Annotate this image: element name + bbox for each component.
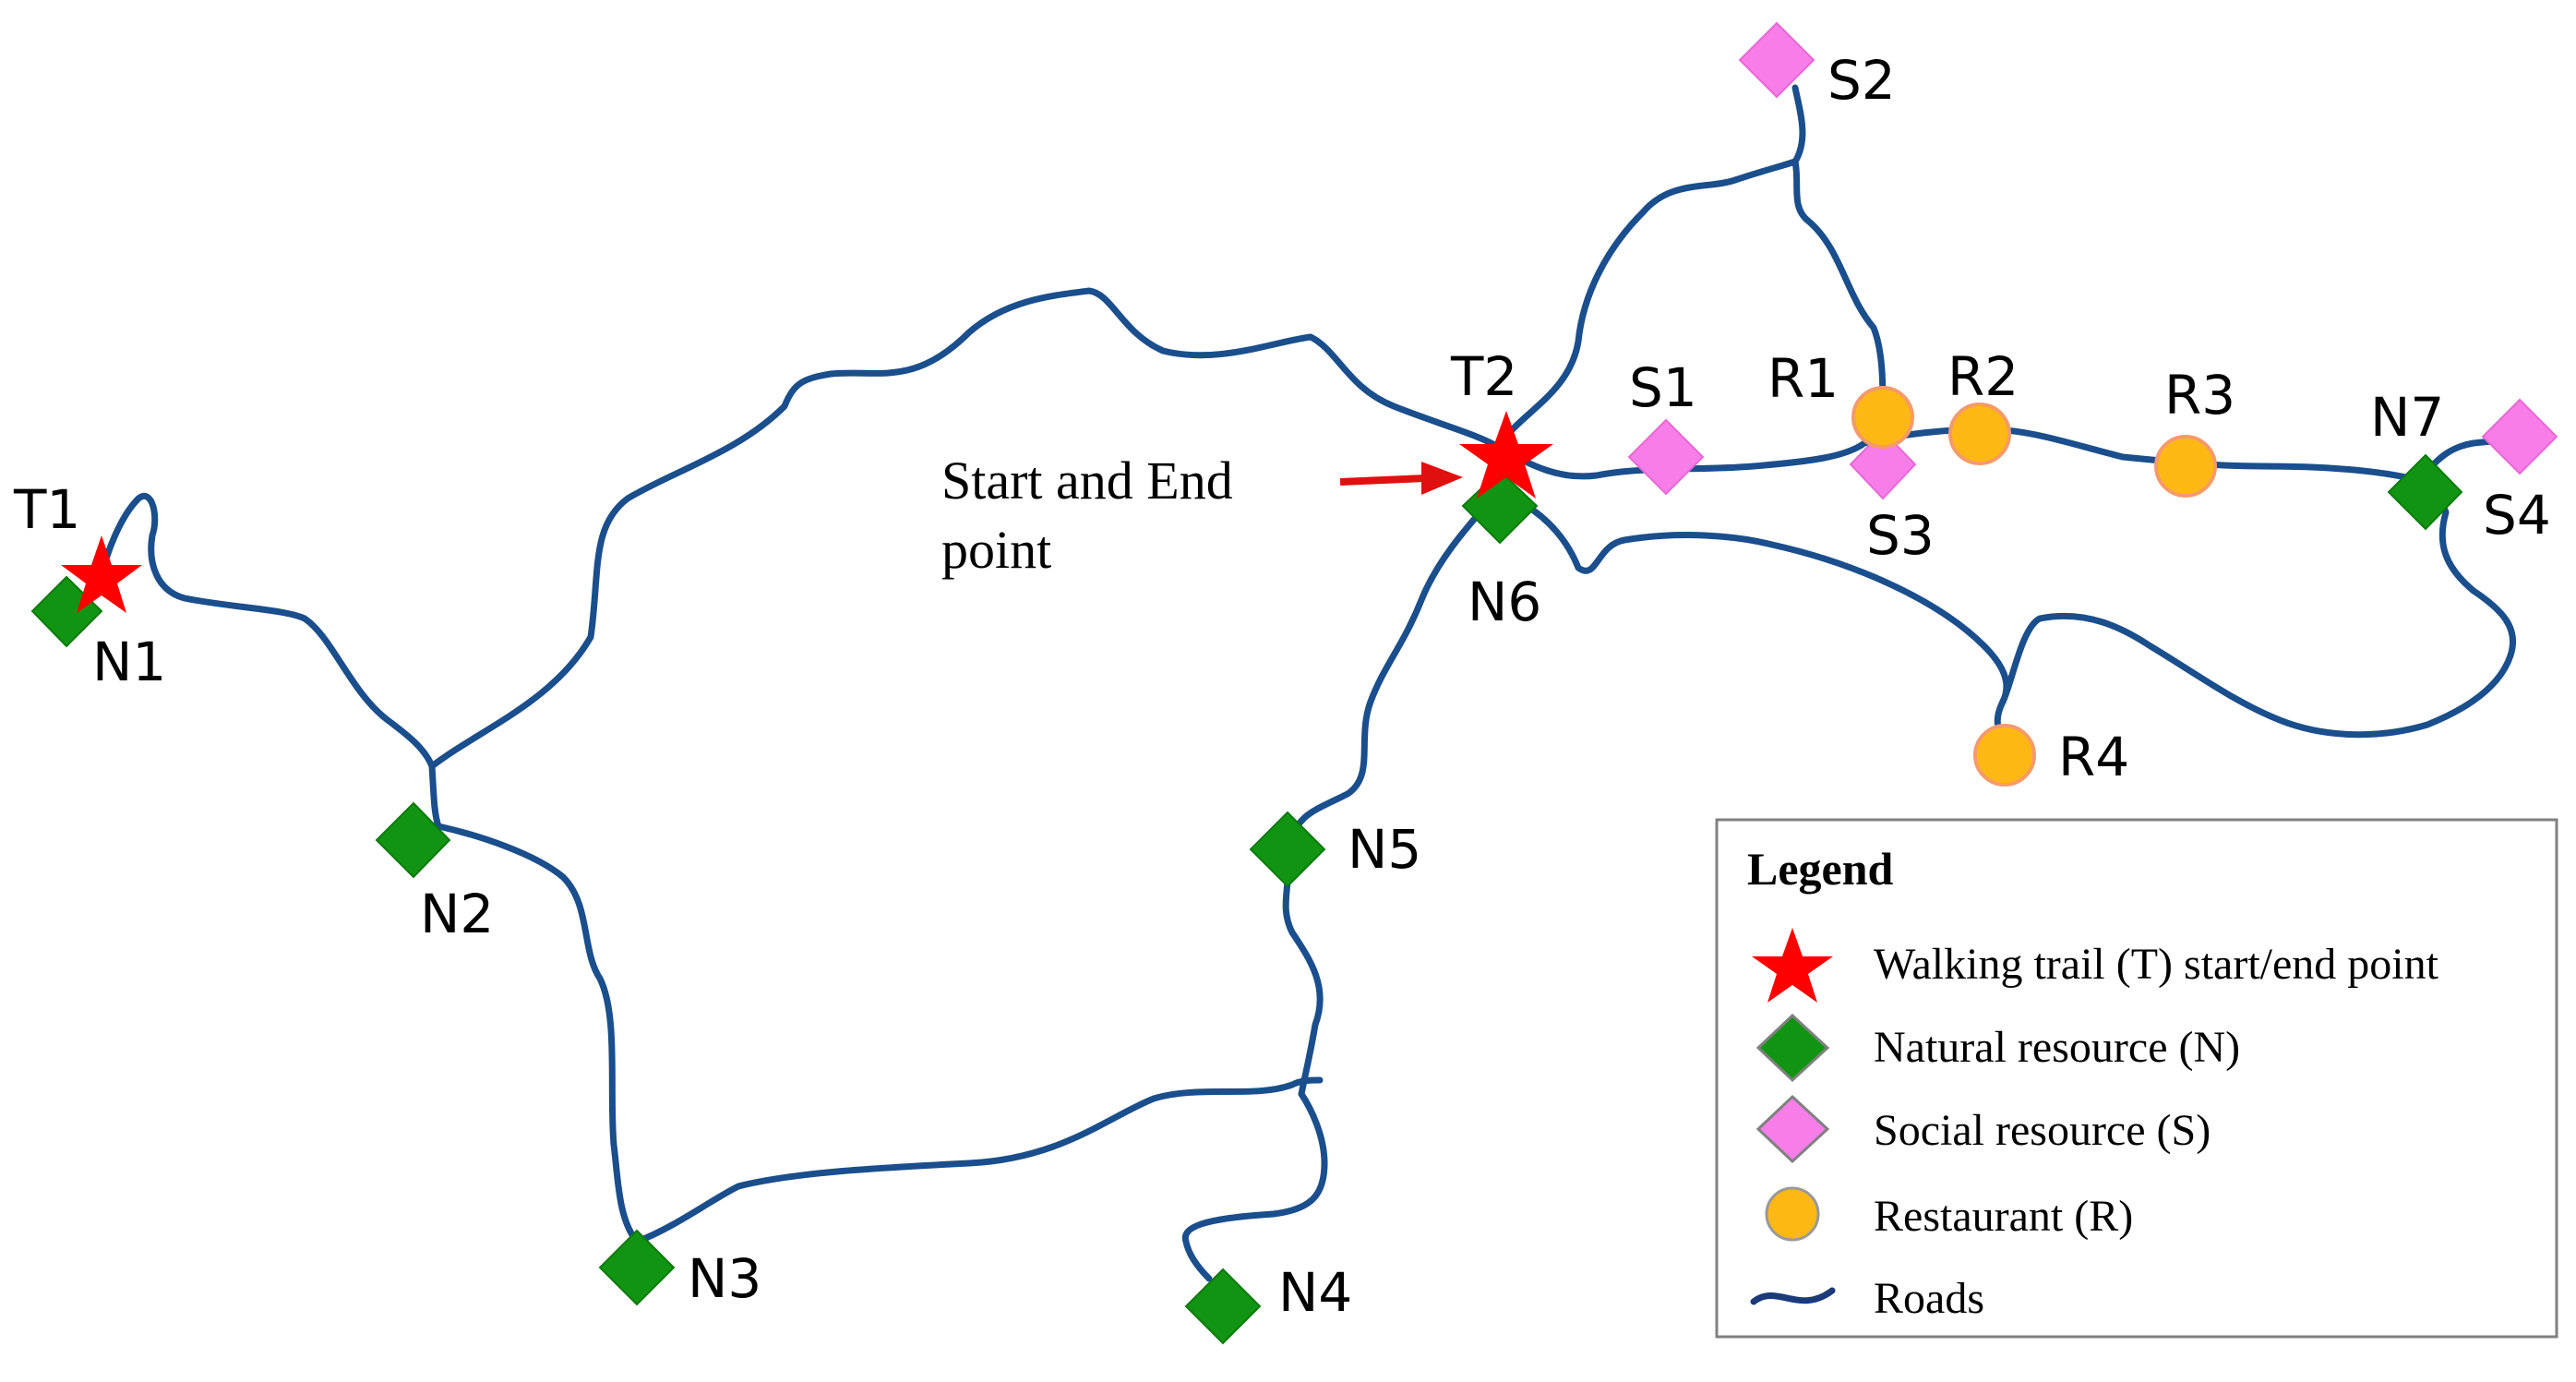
label-n6: N6 [1468, 571, 1541, 633]
label-t2: T2 [1450, 345, 1517, 408]
road-line-icon [1750, 1287, 1836, 1305]
label-n5: N5 [1348, 818, 1421, 881]
legend-title: Legend [1747, 843, 1894, 895]
legend-box [1715, 818, 2558, 1339]
label-r3: R3 [2164, 364, 2235, 427]
road-r4-loop [1999, 476, 2517, 739]
green-diamond-icon [1755, 1013, 1830, 1083]
star-icon [1752, 928, 1833, 1003]
label-s1: S1 [1629, 356, 1697, 419]
markers [30, 21, 2558, 1345]
label-n3: N3 [688, 1247, 761, 1310]
label-n2: N2 [420, 883, 494, 945]
restaurant-icon [1948, 403, 2011, 465]
trail-star-icon [61, 535, 142, 613]
road-n2-to-t2 [428, 287, 1504, 770]
legend-item-restaurant: Restaurant (R) [1874, 1192, 2133, 1241]
social-resource-icon [1627, 418, 1705, 496]
road-s2-to-r1 [1791, 158, 1887, 415]
natural-resource-icon [1184, 1268, 1262, 1345]
natural-resource-icon [2387, 453, 2463, 531]
orange-circle-icon [1765, 1186, 1820, 1242]
road-junction-to-n4 [1181, 1090, 1328, 1282]
node-labels: T1 N1 N2 N3 N4 N5 T2 N6 S1 R1 R2 S3 R3 N… [13, 49, 2551, 1324]
natural-resource-icon [1249, 811, 1326, 888]
natural-resource-icon [598, 1229, 676, 1306]
natural-resource-icon [375, 801, 451, 879]
social-resource-icon [1738, 21, 1815, 99]
annotation-line2: point [941, 520, 1051, 580]
social-resource-icon [2481, 398, 2558, 475]
legend-item-roads: Roads [1874, 1274, 1984, 1323]
label-n7: N7 [2370, 386, 2444, 449]
road-n3-to-junction [633, 1076, 1324, 1245]
road-n5-to-junction [1282, 841, 1324, 1098]
label-r1: R1 [1767, 347, 1839, 410]
start-end-annotation: Start and End point [941, 451, 1463, 580]
social-resource-icon [1849, 429, 1917, 500]
restaurant-icon [1851, 386, 1914, 449]
label-t1: T1 [13, 478, 80, 541]
label-n1: N1 [92, 631, 166, 693]
annotation-arrowhead-icon [1421, 462, 1463, 495]
road-n1-loop [98, 493, 436, 770]
restaurant-icon [1973, 724, 2036, 787]
label-n4: N4 [1278, 1261, 1352, 1324]
annotation-arrow-shaft [1339, 475, 1427, 486]
road-n6-to-n5 [1284, 486, 1504, 848]
label-r4: R4 [2058, 726, 2129, 788]
restaurant-icon [2154, 435, 2217, 498]
annotation-line1: Start and End [941, 451, 1233, 511]
label-r2: R2 [1947, 345, 2019, 408]
road-n2-to-n3 [428, 763, 641, 1245]
pink-diamond-icon [1755, 1094, 1830, 1164]
label-s3: S3 [1866, 504, 1935, 567]
legend: Legend Walking trail (T) start/end point… [1715, 818, 2558, 1339]
legend-item-natural: Natural resource (N) [1874, 1023, 2240, 1072]
trail-star-icon [1459, 411, 1553, 499]
label-s2: S2 [1827, 49, 1896, 112]
road-t2-to-n7 [1496, 426, 2422, 484]
legend-item-trail: Walking trail (T) start/end point [1874, 940, 2439, 989]
legend-item-social: Social resource (S) [1874, 1106, 2211, 1155]
label-s4: S4 [2483, 484, 2551, 547]
